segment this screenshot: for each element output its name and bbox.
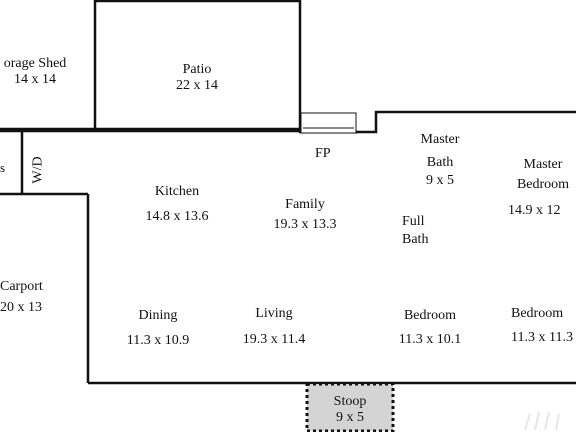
living-label: Living 19.3 x 11.4	[224, 306, 324, 348]
master-bath-name-2: Bath	[426, 155, 454, 170]
bedroom-1-dim: 11.3 x 10.1	[398, 332, 462, 347]
dining-label: Dining 11.3 x 10.9	[108, 308, 208, 349]
stoop-dim: 9 x 5	[336, 410, 364, 425]
bedroom-1-name: Bedroom	[403, 308, 457, 323]
left-edge-label: s	[0, 160, 6, 175]
stoop-name: Stoop	[333, 394, 367, 409]
bedroom-1-label: Bedroom 11.3 x 10.1	[385, 308, 475, 348]
watermark-marks	[524, 411, 560, 431]
family-dim: 19.3 x 13.3	[273, 217, 337, 232]
master-bedroom-name-1: Master	[523, 157, 563, 172]
kitchen-name: Kitchen	[154, 184, 200, 199]
dining-name: Dining	[138, 308, 178, 323]
kitchen-label: Kitchen 14.8 x 13.6	[127, 184, 227, 225]
stoop-box	[305, 382, 395, 432]
full-bath-name-2: Bath	[402, 232, 429, 247]
washer-dryer-label: W/D	[30, 156, 46, 184]
patio-label: Patio 22 x 14	[152, 62, 242, 94]
living-dim: 19.3 x 11.4	[242, 332, 306, 347]
patio-dim: 22 x 14	[176, 78, 218, 93]
family-name: Family	[285, 197, 325, 212]
living-name: Living	[255, 306, 293, 321]
bedroom-2-name: Bedroom	[511, 306, 564, 321]
bedroom-2-label: Bedroom 11.3 x 11.3	[511, 306, 573, 346]
carport-label: Carport 20 x 13	[0, 279, 43, 316]
storage-shed-label: orage Shed 14 x 14	[0, 56, 80, 88]
storage-shed-name: orage Shed	[3, 56, 67, 71]
full-bath-label: Full Bath	[402, 214, 428, 248]
fireplace-box	[300, 112, 357, 134]
carport-dim: 20 x 13	[0, 300, 42, 315]
patio-name: Patio	[182, 62, 212, 77]
carport-name: Carport	[0, 279, 43, 294]
storage-shed-dim: 14 x 14	[14, 72, 56, 87]
master-bedroom-name-2: Bedroom	[516, 177, 570, 192]
kitchen-dim: 14.8 x 13.6	[145, 209, 209, 224]
bedroom-2-dim: 11.3 x 11.3	[511, 330, 573, 345]
master-bath-label: Master Bath 9 x 5	[400, 132, 480, 189]
master-bath-dim: 9 x 5	[426, 173, 454, 188]
master-bedroom-label: Master Bedroom	[498, 157, 576, 193]
stoop-label: Stoop 9 x 5	[307, 394, 393, 426]
fireplace-label: FP	[315, 146, 331, 161]
patio-wall	[95, 0, 302, 131]
master-bath-name-1: Master	[420, 132, 460, 147]
family-label: Family 19.3 x 13.3	[255, 197, 355, 233]
master-bedroom-dim: 14.9 x 12	[508, 203, 561, 218]
dining-dim: 11.3 x 10.9	[126, 333, 190, 348]
full-bath-name-1: Full	[402, 214, 425, 229]
